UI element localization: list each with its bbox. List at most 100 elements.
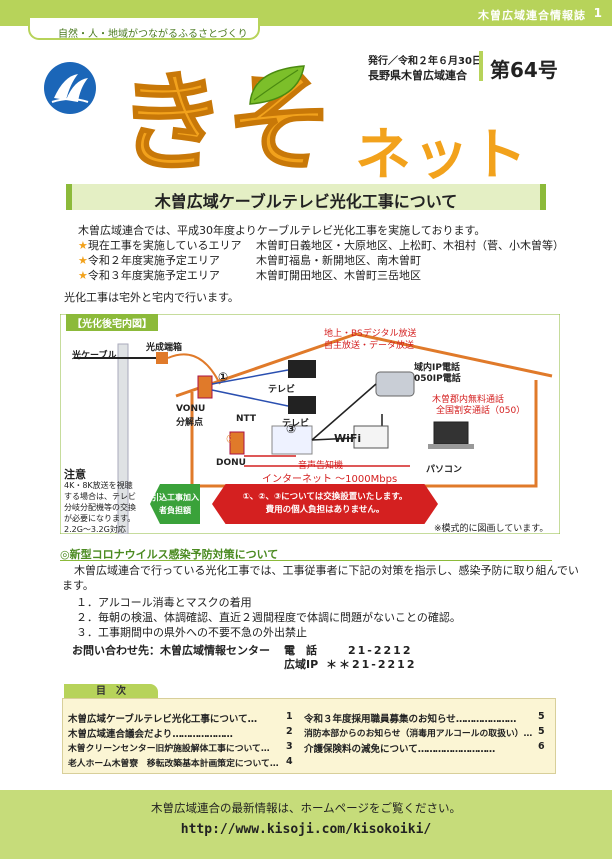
toc-dots: ………………… [455,714,516,725]
toc-item[interactable]: 木曽広域ケーブルテレビ光化工事について… [68,711,257,725]
title-net: ネット [355,123,529,188]
tv2-label: テレビ [282,419,310,429]
footer-text: 木曽広域連合の最新情報は、ホームページをご覧ください。 [151,801,461,815]
area-label: 令和３年度実施予定エリア [87,269,220,282]
wifi-label: WiFi [334,432,362,445]
corona-item-3: ３．工事期間中の県外への不要不急の外出禁止 [76,626,307,639]
toc-page: 4 [286,756,293,767]
free-replacement-line2: 費用の個人負担はありません。 [265,505,385,515]
toc-heading: 目 次 [64,684,158,700]
note-title: 注意 [64,468,86,481]
toc-title: 令和３年度採用職員募集のお知らせ [304,714,456,725]
star-icon: ★ [78,239,88,252]
toc-page: 3 [286,741,293,752]
light-cable-label: 光ケーブル [72,351,117,361]
phone-label-2: 050IP電話 [414,374,461,384]
vonu-box [197,375,213,399]
area-label: 令和２年度実施予定エリア [87,254,220,267]
star-icon: ★ [78,254,88,267]
toc-title: 木曽広域連合議会だより [68,729,173,740]
area-row-1: ★現在工事を実施しているエリア [78,238,242,253]
toc-item[interactable]: 介護保険料の減免について……………………… [304,741,495,755]
voice-label: 音声告知機 [298,461,344,471]
toc-dots: … [523,729,532,739]
slogan: 自然・人・地域がつながるふるさとづくり [58,29,248,40]
headline: 木曽広域ケーブルテレビ光化工事について [154,192,458,211]
schematic-note: ※模式的に図画しています。 [434,524,549,534]
toc-dots: ………………… [172,729,232,740]
phone-label-1: 域内IP電話 [414,363,460,373]
toc-title: 木曽広域ケーブルテレビ光化工事について [68,714,248,725]
toc-title: 消防本部からのお知らせ（消毒用アルコールの取扱い） [304,729,524,739]
leaf-icon [249,65,305,105]
toc-page: 5 [538,711,545,722]
area-label: 現在工事を実施しているエリア [87,239,242,252]
publisher: 長野県木曽広域連合 [368,69,467,82]
headline-edge-left [66,184,72,210]
utility-pole [117,343,129,534]
ntt-label: NTT [236,414,257,424]
marker-1: ① [218,370,229,384]
toc-title: 老人ホーム木曽寮 移転改築基本計画策定について [68,759,270,769]
corona-title: ◎新型コロナウイルス感染予防対策について [60,548,279,561]
phone-icon [375,371,415,397]
toc-title: 介護保険料の減免について [304,744,418,755]
area-row-2: ★令和２年度実施予定エリア [78,253,220,268]
broadcast-label-2: 自主放送・データ放送 [324,341,415,351]
tel-label: 電 話 [284,644,317,657]
tv2-line [211,389,289,407]
area-value: 木曽町日義地区・大原地区、上松町、木祖村（菅、小木曽等） [256,239,564,252]
diagram-label: 【光化後宅内図】 [66,314,158,331]
area-value: 木曽町福島・新開地区、南木曽町 [256,254,421,267]
corona-p2: ます。 [62,579,94,592]
toc-page: 6 [538,741,545,752]
marker-2: ② [226,432,237,446]
note-body: 4K・8K放送を視聴する場合は、テレビ分岐分配機等の交換が必要になります。2.2… [64,481,136,534]
tel-number: 21-2212 [348,644,413,657]
intro-line1: 木曽広域連合では、平成30年度よりケーブルテレビ光化工事を実施しております。 [78,224,486,237]
free-replacement-line1: ①、②、③については交換設置いたします。 [242,492,408,502]
toc-item[interactable]: 木曽クリーンセンター旧炉施設解体工事について… [68,741,270,754]
toc-page: 1 [286,711,293,722]
title-kiso-wordmark: きそ [118,60,335,176]
wifi-router-icon [353,425,389,449]
headline-edge-right [540,184,546,210]
wifi-line [311,437,355,441]
toc-page: 5 [538,726,545,737]
free-replacement-arrow: ①、②、③については交換設置いたします。 費用の個人負担はありません。 [212,484,438,524]
voice-notify-box [271,425,313,455]
laptop-icon [433,421,469,445]
footer-url-link[interactable]: http://www.kisoji.com/kisokoiki/ [180,822,432,837]
page-number: 1 [593,6,602,20]
toc-box [62,698,556,774]
star-icon: ★ [78,269,88,282]
toc-page: 2 [286,726,293,737]
internet-label: インターネット ～1000Mbps [262,474,398,485]
toc-item[interactable]: 令和３年度採用職員募集のお知らせ………………… [304,711,516,725]
toc-dots: … [260,744,270,754]
broadcast-label-1: 地上・BSデジタル放送 [324,329,417,339]
ip-number: ＊＊21-2212 [326,658,417,671]
toc-title: 木曽クリーンセンター旧炉施設解体工事について [68,744,261,754]
issue-number: 第64号 [490,58,558,82]
phone-label-4: 全国割安通話（050） [436,406,526,416]
corona-divider [60,560,552,561]
toc-item[interactable]: 木曽広域連合議会だより………………… [68,726,233,740]
tv2-icon [288,396,316,414]
area-row-3: ★令和３年度実施予定エリア [78,268,220,283]
corona-item-1: １．アルコール消毒とマスクの着用 [76,596,252,609]
toc-item[interactable]: 老人ホーム木曽寮 移転改築基本計画策定について… [68,756,279,769]
slogan-bar [28,18,260,40]
pc-label: パソコン [426,465,463,475]
tv1-label: テレビ [268,385,296,395]
donu-box [229,431,245,455]
toc-dots: … [247,714,257,725]
phone-line [311,383,377,441]
tv1-icon [288,360,316,378]
house-roof [175,332,553,398]
donu-label: DONU [216,458,246,468]
publish-date: 発行／令和２年６月30日 [368,56,482,67]
vonu-label-2: 分解点 [176,418,204,428]
toc-item[interactable]: 消防本部からのお知らせ（消毒用アルコールの取扱い）… [304,726,532,739]
splice-box-label: 光成端箱 [146,343,183,353]
